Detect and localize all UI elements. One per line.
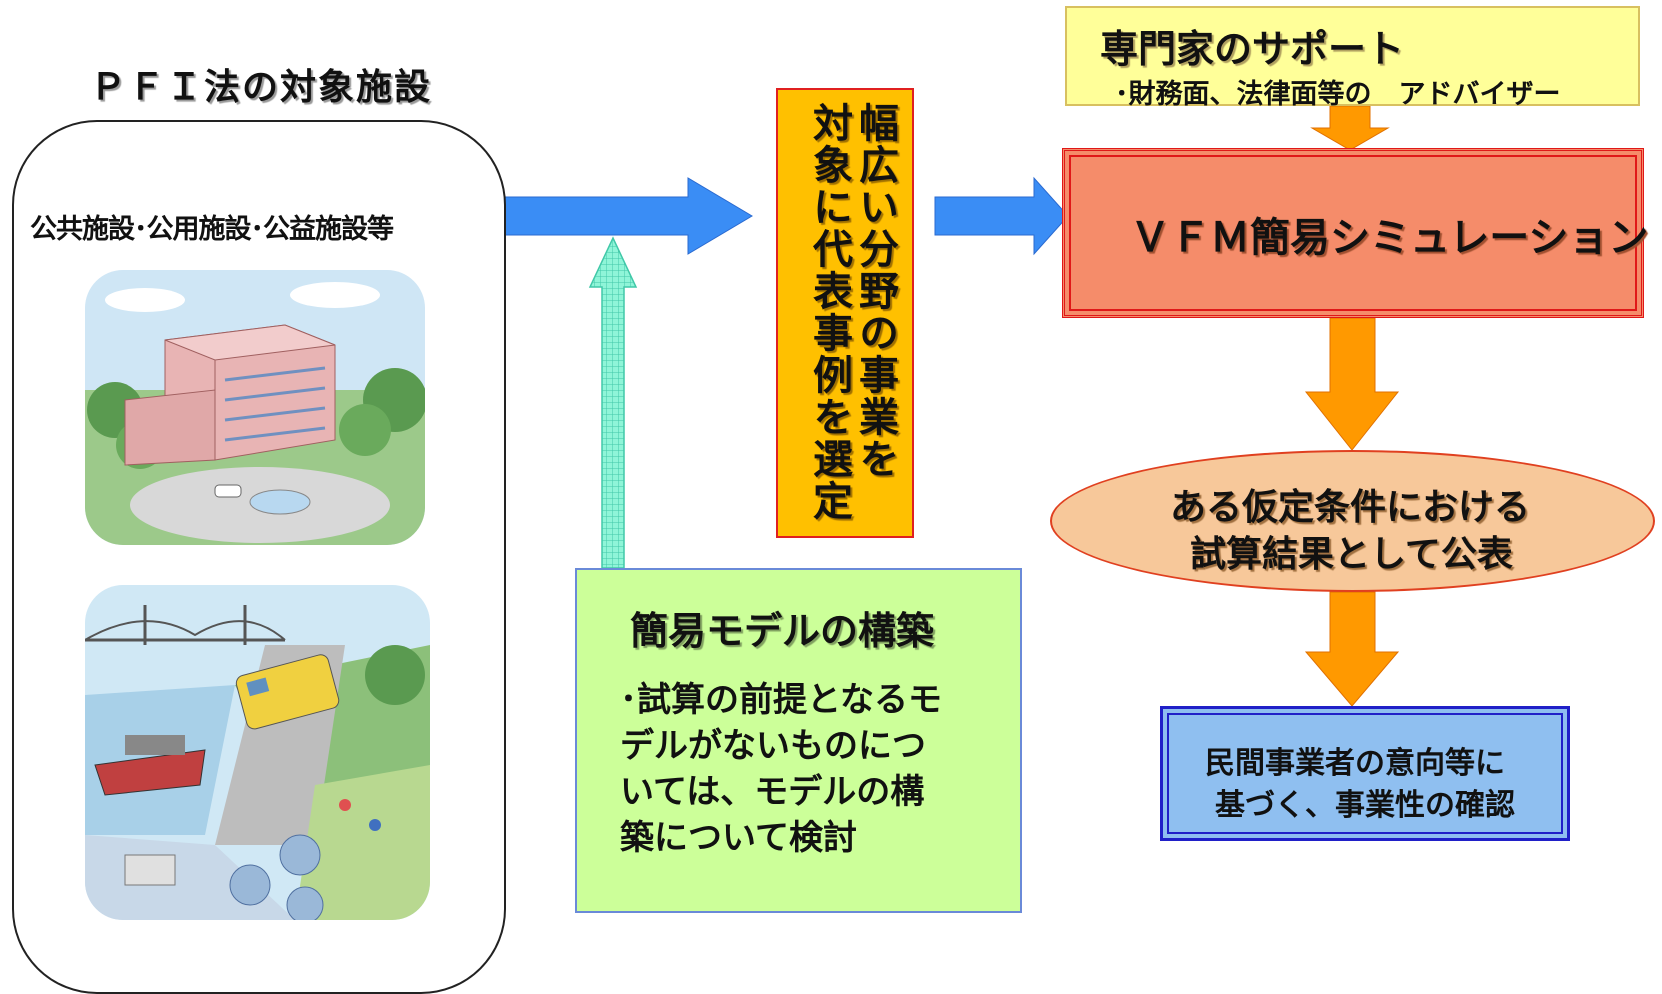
vfm-simulation-label: ＶＦＭ簡易シミュレーション: [1130, 215, 1649, 261]
publish-result-ellipse: [1050, 450, 1655, 592]
teal-arrow-up: [588, 236, 638, 569]
model-line-2: デルがないものにつ: [620, 726, 926, 766]
publish-result-line-2: 試算結果として公表: [1190, 534, 1513, 575]
model-line-4: 築について検討: [620, 818, 857, 858]
model-line-1: ･試算の前提となるモ: [620, 680, 942, 720]
selection-text-col2: 対象に代表事例を選定: [806, 102, 852, 522]
blue-arrow-to-vfm: [934, 176, 1069, 256]
selection-text-col1: 幅広い分野の事業を: [852, 102, 898, 480]
feasibility-confirm-line-1: 民間事業者の意向等に: [1205, 746, 1505, 781]
feasibility-confirm-line-2: 基づく、事業性の確認: [1215, 788, 1515, 823]
feasibility-confirm-box: [1160, 706, 1570, 841]
expert-support-subtitle: ･財務面、法律面等の アドバイザー: [1115, 79, 1561, 110]
blue-arrow-to-selection: [501, 177, 753, 255]
public-building-illustration: [85, 270, 425, 545]
orange-arrow-vfm-to-result: [1304, 317, 1400, 451]
orange-arrow-support: [1310, 105, 1390, 151]
selection-box: 幅広い分野の事業を 対象に代表事例を選定: [776, 88, 914, 538]
model-box: [575, 568, 1022, 913]
expert-support-box: [1065, 6, 1640, 106]
model-line-3: いては、モデルの構: [620, 772, 925, 812]
facility-title: ＰＦＩ法の対象施設: [90, 67, 433, 108]
facility-label: 公共施設･公用施設･公益施設等: [30, 214, 394, 245]
model-title: 簡易モデルの構築: [630, 609, 935, 653]
publish-result-line-1: ある仮定条件における: [1170, 487, 1531, 528]
expert-support-title: 専門家のサポート: [1100, 27, 1405, 71]
orange-arrow-result-to-confirm: [1304, 591, 1400, 707]
infrastructure-illustration: [85, 585, 430, 920]
arrow-layer: [501, 105, 1400, 707]
vfm-simulation-box: [1062, 148, 1644, 318]
